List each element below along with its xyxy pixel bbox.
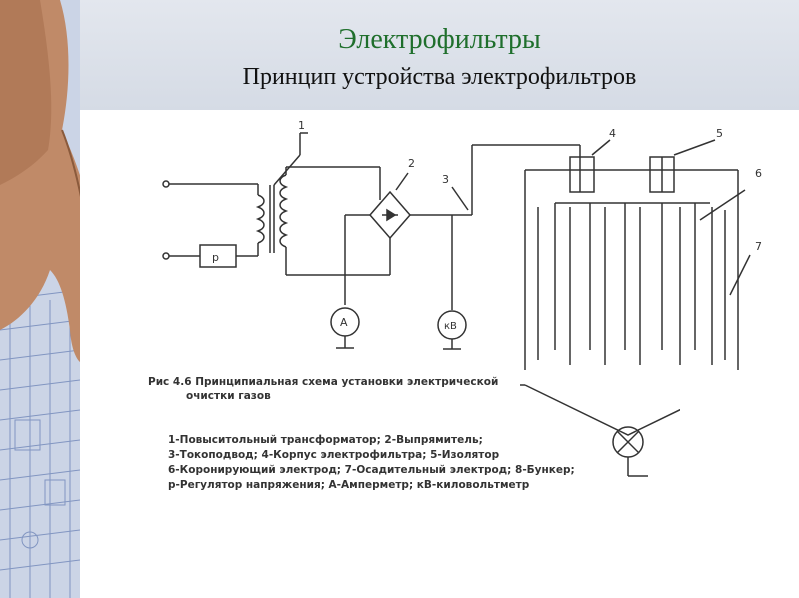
hopper-outline	[524, 384, 680, 436]
slide-title: Электрофильтры	[338, 24, 541, 55]
label-7: 7	[755, 240, 762, 253]
insulator-left	[569, 156, 595, 193]
input-terminal-bottom	[162, 252, 170, 260]
label-2: 2	[408, 157, 415, 170]
header-band	[80, 0, 799, 110]
input-terminal-top	[162, 180, 170, 188]
electrofilter-schematic: 1 2 3 4 5 6 7 p A кВ	[162, 119, 762, 370]
voltmeter-label: кВ	[444, 321, 457, 332]
label-6: 6	[755, 167, 762, 180]
slide-subtitle: Принцип устройства электрофильтров	[242, 64, 637, 90]
regulator-label: p	[212, 251, 219, 264]
caption-line-1: Рис 4.6 Принципиальная схема установки э…	[148, 376, 499, 388]
hopper-and-valve: 8	[520, 384, 680, 477]
label-5: 5	[716, 127, 723, 140]
background-photo-hand	[0, 0, 80, 598]
legend-line: р-Регулятор напряжения; А-Амперметр; кВ-…	[168, 479, 530, 491]
ammeter-label: A	[340, 316, 348, 329]
caption-line-2: очистки газов	[186, 390, 271, 402]
label-4: 4	[609, 127, 616, 140]
legend-line: 3-Токоподвод; 4-Корпус электрофильтра; 5…	[168, 449, 500, 461]
component-number-labels: 1 2 3 4 5 6 7	[298, 119, 762, 253]
legend-line: 1-Повыситольный трансформатор; 2-Выпрями…	[168, 434, 483, 446]
label-1: 1	[298, 119, 305, 132]
hand-blueprint-image	[0, 0, 80, 598]
label-3: 3	[442, 173, 449, 186]
transformer-primary-coil	[255, 194, 265, 244]
transformer-secondary-coil	[279, 174, 289, 248]
figure-legend: 1-Повыситольный трансформатор; 2-Выпрями…	[168, 433, 575, 493]
legend-line: 6-Коронирующий электрод; 7-Осадительный …	[168, 464, 575, 476]
figure-caption: Рис 4.6 Принципиальная схема установки э…	[148, 375, 498, 417]
